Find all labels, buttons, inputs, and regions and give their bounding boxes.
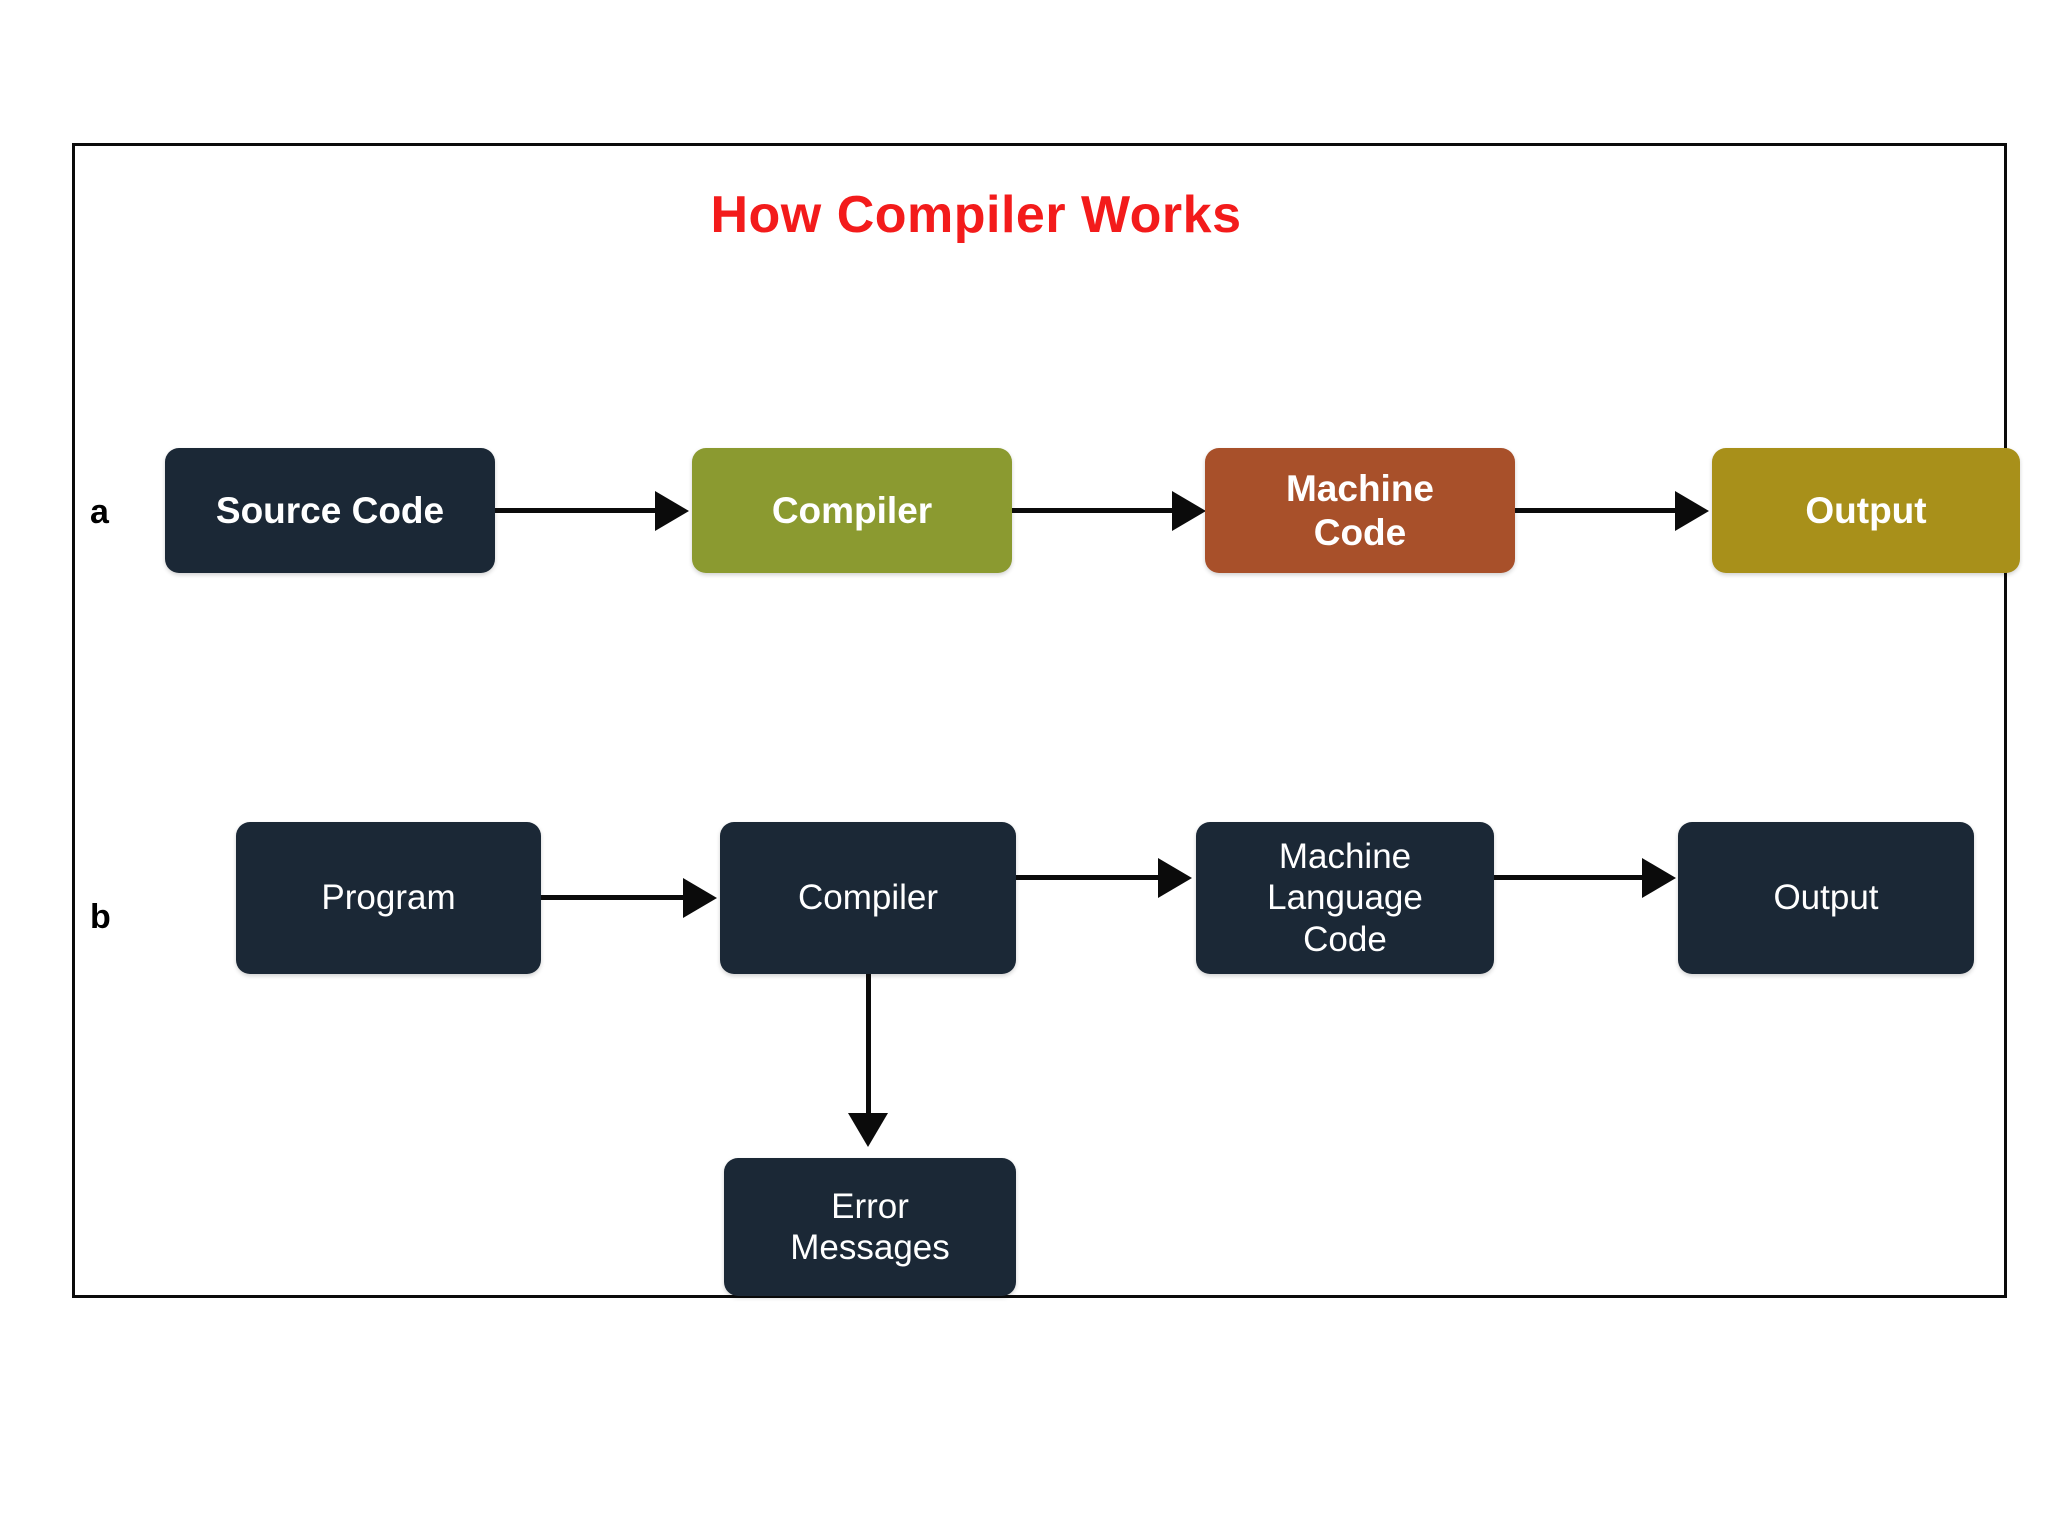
arrow-right-icon: [1675, 491, 1709, 531]
diagram-frame: [72, 143, 2007, 1298]
row-label-a: a: [90, 493, 109, 531]
node-output-a[interactable]: Output: [1712, 448, 2020, 573]
node-compiler-b[interactable]: Compiler: [720, 822, 1016, 974]
node-program[interactable]: Program: [236, 822, 541, 974]
connector-source-to-compiler: [495, 508, 665, 513]
connector-program-to-compiler: [541, 895, 693, 900]
arrow-right-icon: [1158, 858, 1192, 898]
connector-machine-language-code-to-output: [1494, 875, 1652, 880]
node-output-b[interactable]: Output: [1678, 822, 1974, 974]
arrow-down-icon: [848, 1113, 888, 1147]
arrow-right-icon: [1172, 491, 1206, 531]
connector-compiler-to-error-messages: [866, 974, 871, 1119]
arrow-right-icon: [683, 878, 717, 918]
connector-compiler-to-machine-code: [1012, 508, 1182, 513]
connector-machine-code-to-output: [1515, 508, 1685, 513]
page-title-text: How Compiler Works: [710, 186, 1242, 244]
arrow-right-icon: [655, 491, 689, 531]
node-machine-code[interactable]: Machine Code: [1205, 448, 1515, 573]
page-title: How Compiler Works: [0, 185, 2048, 245]
connector-compiler-to-machine-language-code: [1016, 875, 1168, 880]
node-error-messages[interactable]: Error Messages: [724, 1158, 1016, 1296]
row-label-b: b: [90, 898, 111, 936]
node-machine-language-code[interactable]: Machine Language Code: [1196, 822, 1494, 974]
node-source-code[interactable]: Source Code: [165, 448, 495, 573]
arrow-right-icon: [1642, 858, 1676, 898]
node-compiler-a[interactable]: Compiler: [692, 448, 1012, 573]
